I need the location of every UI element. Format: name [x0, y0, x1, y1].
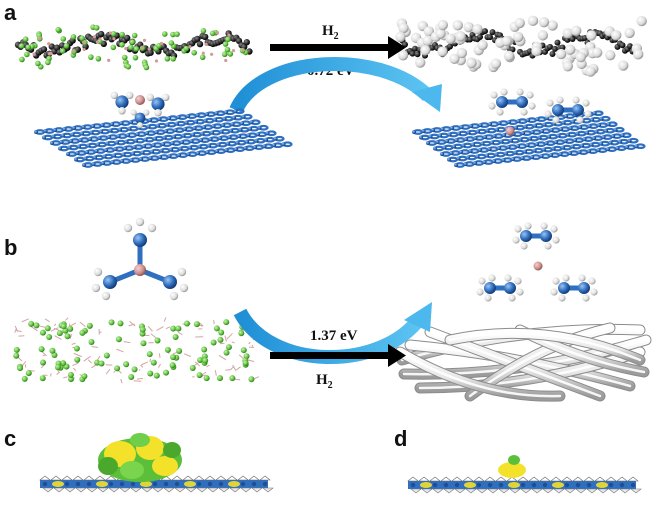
dissociated-products [488, 88, 592, 136]
fiber-with-hydrogen-atoms [395, 15, 647, 77]
energy-label-b: 1.37 eV [310, 328, 358, 344]
dissociated-products-b [476, 222, 598, 302]
nanotube-bundle [394, 322, 652, 402]
charge-density-cloud-d [498, 455, 526, 478]
panel-c-label: c [4, 426, 16, 451]
reaction-arrow-b [270, 344, 406, 367]
graphene-sheet-left [34, 108, 293, 168]
reaction-label-b: H2 [316, 372, 333, 391]
side-view-sheet-d [407, 476, 642, 494]
reaction-arrow-a [270, 36, 406, 59]
fiber-with-green-atoms [14, 24, 253, 71]
aminoborane-molecule [110, 91, 170, 129]
curved-arrow-a [229, 56, 442, 114]
boron-amine-molecule [91, 217, 189, 301]
panel-b-label: b [4, 235, 17, 260]
panel-d-label: d [394, 426, 407, 451]
amorphous-network-green [13, 317, 262, 384]
charge-density-cloud-c [98, 433, 182, 482]
reaction-label-a: H2 [322, 23, 339, 42]
graphene-sheet-right [412, 110, 646, 168]
side-view-sheet-c [39, 475, 274, 493]
panel-a-label: a [4, 0, 17, 25]
